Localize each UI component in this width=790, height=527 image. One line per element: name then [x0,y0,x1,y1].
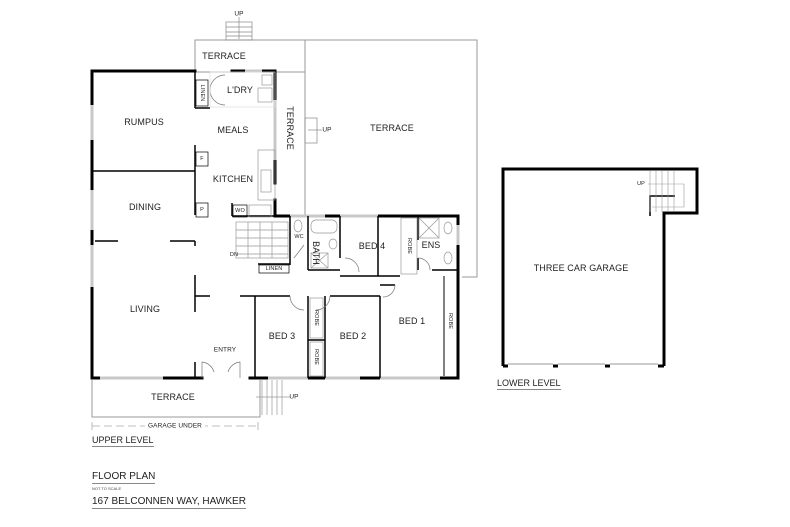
room-robe-bed1: ROBE [447,313,453,329]
pantry-label: P [200,207,204,213]
front-stairs [256,380,290,415]
garage-under-label: GARAGE UNDER [145,422,205,430]
property-address: 167 BELCONNEN WAY, HAWKER [92,496,246,509]
not-to-scale-note: NOT TO SCALE [92,486,122,491]
top-stairs [225,17,253,41]
fixtures [195,71,453,377]
stairs-up-front: UP [289,393,299,401]
room-robe-bed4: ROBE [406,238,412,254]
fridge-label: F [200,156,204,162]
room-terrace-top: TERRACE [202,51,246,61]
side-stairs [304,117,322,144]
room-three-car-garage: THREE CAR GARAGE [533,263,629,273]
room-rumpus: RUMPUS [124,117,164,127]
stairs-up-garage: UP [637,181,645,187]
room-terrace-large: TERRACE [370,123,414,133]
upper-level-title: UPPER LEVEL [92,435,154,447]
room-meals: MEALS [217,125,249,135]
room-bed2: BED 2 [339,331,367,341]
room-linen-laundry: LINEN [199,84,205,102]
room-ensuite: ENS [421,240,441,250]
room-terrace-side: TERRACE [285,106,295,150]
windows [90,69,460,380]
room-linen-hall: LINEN [265,266,283,272]
floor-plan-title: FLOOR PLAN [92,471,156,484]
room-wc: WC [294,234,304,240]
stairs-up-top: UP [234,10,244,18]
room-laundry: L'DRY [226,85,254,95]
wall-oven-label: WO [235,208,245,214]
door-swings [201,74,431,378]
internal-walls [92,71,458,378]
room-entry: ENTRY [213,346,237,354]
room-dining: DINING [128,202,162,212]
room-bed1: BED 1 [398,316,426,326]
room-kitchen: KITCHEN [212,174,254,184]
stairs-up-side: UP [322,126,332,134]
room-robe-bed3: ROBE [313,310,319,326]
lower-level-title: LOWER LEVEL [497,378,561,390]
room-bath: BATH [311,241,321,265]
room-bed3: BED 3 [268,331,296,341]
room-bed4: BED 4 [358,241,386,251]
room-living: LIVING [129,304,161,314]
garage-stairs [648,171,685,212]
room-terrace-front: TERRACE [151,392,195,402]
room-robe-bed2: ROBE [313,349,319,365]
stairs-dn-internal: DN [229,252,239,258]
